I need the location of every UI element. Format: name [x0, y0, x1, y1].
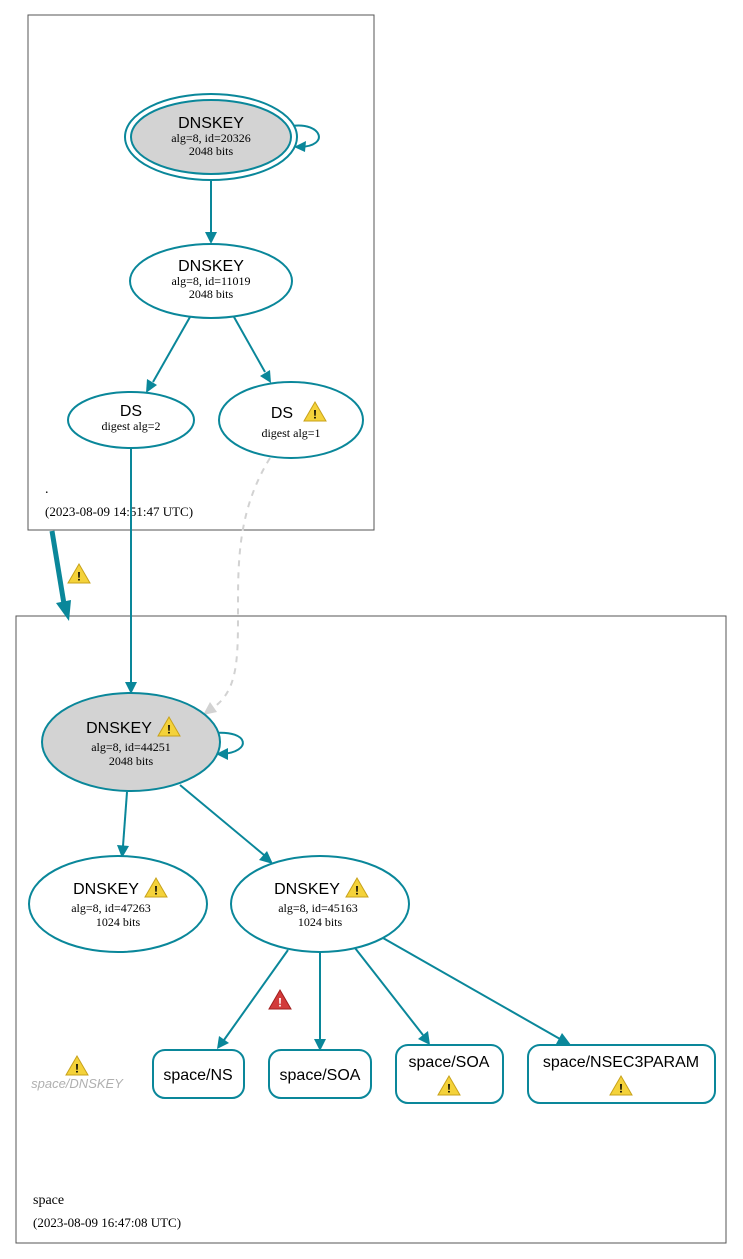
node-body: [230, 855, 410, 953]
arrowhead: [260, 370, 271, 383]
arrowhead: [259, 851, 273, 864]
arrowhead: [216, 748, 228, 760]
node-bits: 1024 bits: [298, 915, 343, 929]
node-body: [218, 381, 364, 459]
node-bits: 2048 bits: [109, 754, 154, 768]
node-rrset-soa-2[interactable]: space/SOA: [395, 1044, 504, 1104]
arrowhead: [56, 600, 71, 621]
zone-space-box: [15, 615, 727, 1244]
zone-space-name: space: [33, 1193, 64, 1208]
zone-root-box: [27, 14, 375, 531]
node-bits: 1024 bits: [96, 915, 141, 929]
node-detail: alg=8, id=47263: [71, 901, 151, 915]
node-label: space/NSEC3PARAM: [543, 1054, 699, 1071]
node-body: [130, 99, 292, 175]
arrowhead: [203, 702, 217, 715]
error-icon: !: [268, 989, 292, 1010]
node-body: [268, 1049, 372, 1099]
warning-icon: [67, 563, 91, 584]
node-rrset-soa-1[interactable]: space/SOA: [268, 1049, 372, 1099]
edge-space-ksk-to-45163: [179, 784, 265, 856]
svg-text:!: !: [278, 996, 282, 1010]
node-title: DS: [271, 405, 293, 422]
node-detail: alg=8, id=45163: [278, 901, 358, 915]
warning-icon: [65, 1055, 89, 1076]
node-body: [527, 1044, 716, 1104]
arrowhead: [418, 1031, 430, 1045]
node-space-dnskey-45163[interactable]: DNSKEY alg=8, id=45163 1024 bits: [230, 855, 410, 953]
node-label: space/SOA: [409, 1054, 490, 1071]
edge-space-ksk-self: [213, 731, 244, 755]
edge-zsk-to-ds1: [233, 316, 266, 373]
node-detail: digest alg=2: [101, 419, 160, 433]
edge-space-ksk-to-47263: [122, 791, 128, 847]
edge-45163-to-soa2: [354, 947, 424, 1036]
node-title: DNSKEY: [86, 720, 152, 737]
arrowhead: [205, 232, 217, 244]
node-body: [152, 1049, 245, 1099]
node-root-ksk[interactable]: DNSKEY alg=8, id=20326 2048 bits: [124, 93, 298, 181]
arrowhead: [314, 1039, 326, 1051]
node-body: [129, 243, 293, 319]
zone-space-timestamp: (2023-08-09 16:47:08 UTC): [33, 1215, 181, 1230]
node-space-ksk[interactable]: DNSKEY alg=8, id=44251 2048 bits: [41, 692, 221, 792]
node-ds-digest2[interactable]: DS digest alg=2: [67, 391, 195, 449]
arrowhead: [125, 682, 137, 694]
node-body: [67, 391, 195, 449]
node-label: space/DNSKEY: [31, 1076, 124, 1091]
node-bits: 2048 bits: [189, 144, 234, 158]
delegation-edge: [49, 530, 67, 605]
node-body: [41, 692, 221, 792]
node-bits: 2048 bits: [189, 287, 234, 301]
node-label: space/NS: [163, 1067, 232, 1084]
node-rrset-nsec3param[interactable]: space/NSEC3PARAM: [527, 1044, 716, 1104]
node-rrset-ns[interactable]: space/NS: [152, 1049, 245, 1099]
node-detail: alg=8, id=11019: [171, 274, 250, 288]
edge-zsk-to-ds2: [152, 316, 191, 383]
node-title: DS: [120, 403, 142, 420]
edge-ds1-to-space-ksk: [212, 457, 271, 709]
edge-root-ksk-self: [291, 124, 320, 148]
node-detail: alg=8, id=20326: [171, 131, 251, 145]
arrowhead: [146, 379, 157, 393]
edge-45163-to-ns: [223, 949, 289, 1041]
arrowhead: [117, 845, 129, 858]
node-title: DNSKEY: [73, 881, 139, 898]
arrowhead: [294, 141, 306, 152]
node-root-zsk[interactable]: DNSKEY alg=8, id=11019 2048 bits: [129, 243, 293, 319]
arrowhead: [556, 1033, 571, 1045]
zone-root-name: .: [45, 482, 49, 497]
node-ds-digest1[interactable]: DS digest alg=1: [218, 381, 364, 459]
zone-root-timestamp: (2023-08-09 14:51:47 UTC): [45, 504, 193, 519]
node-detail: digest alg=1: [261, 426, 320, 440]
arrowhead: [217, 1036, 229, 1049]
node-ghost-dnskey[interactable]: space/DNSKEY: [31, 1055, 124, 1091]
node-title: DNSKEY: [178, 258, 244, 275]
edge-45163-to-nsec3param: [382, 937, 561, 1040]
node-title: DNSKEY: [274, 881, 340, 898]
node-detail: alg=8, id=44251: [91, 740, 171, 754]
node-body: [28, 855, 208, 953]
node-title: DNSKEY: [178, 115, 244, 132]
node-space-dnskey-47263[interactable]: DNSKEY alg=8, id=47263 1024 bits: [28, 855, 208, 953]
node-label: space/SOA: [280, 1067, 361, 1084]
node-body: [395, 1044, 504, 1104]
